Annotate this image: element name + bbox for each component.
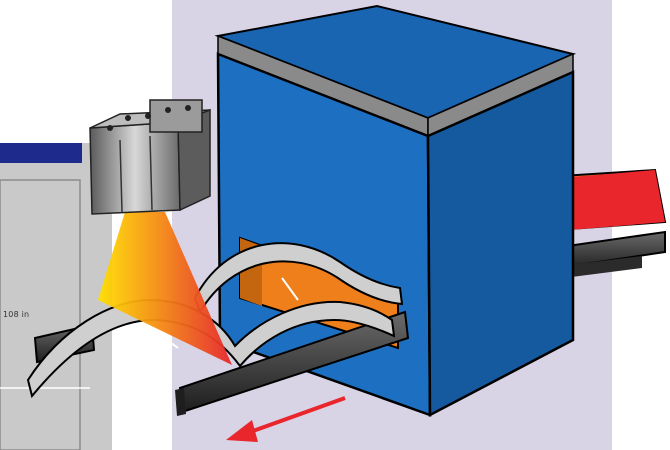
inspection-tunnel bbox=[214, 4, 577, 418]
camera-bolt-2 bbox=[145, 113, 151, 119]
panel-glint-2 bbox=[281, 277, 299, 301]
panel-back bbox=[193, 242, 404, 315]
camera-seam-2 bbox=[149, 135, 153, 211]
inspection-scanner bbox=[89, 99, 211, 215]
camera-bolt-1 bbox=[125, 115, 131, 121]
conveyor-belt-right-accent bbox=[560, 170, 665, 230]
window-panel-frame bbox=[0, 179, 81, 450]
camera-seam-1 bbox=[119, 139, 123, 213]
camera-bolt-4 bbox=[185, 105, 191, 111]
sensor-camera-icon bbox=[89, 99, 211, 215]
arrow-shaft bbox=[249, 396, 346, 434]
rail-front-end bbox=[175, 388, 186, 416]
camera-bolt-3 bbox=[165, 107, 171, 113]
arrow-head bbox=[226, 420, 258, 442]
camera-module bbox=[149, 99, 203, 133]
camera-bolt-5 bbox=[107, 125, 113, 131]
window-readout: 108 in bbox=[3, 310, 30, 319]
camera-body bbox=[89, 121, 181, 215]
tunnel-side bbox=[426, 70, 575, 418]
direction-arrow-icon bbox=[226, 396, 346, 442]
panel-glint-1 bbox=[159, 334, 179, 349]
window-title-bar bbox=[0, 143, 82, 163]
scan-beam bbox=[98, 212, 232, 365]
